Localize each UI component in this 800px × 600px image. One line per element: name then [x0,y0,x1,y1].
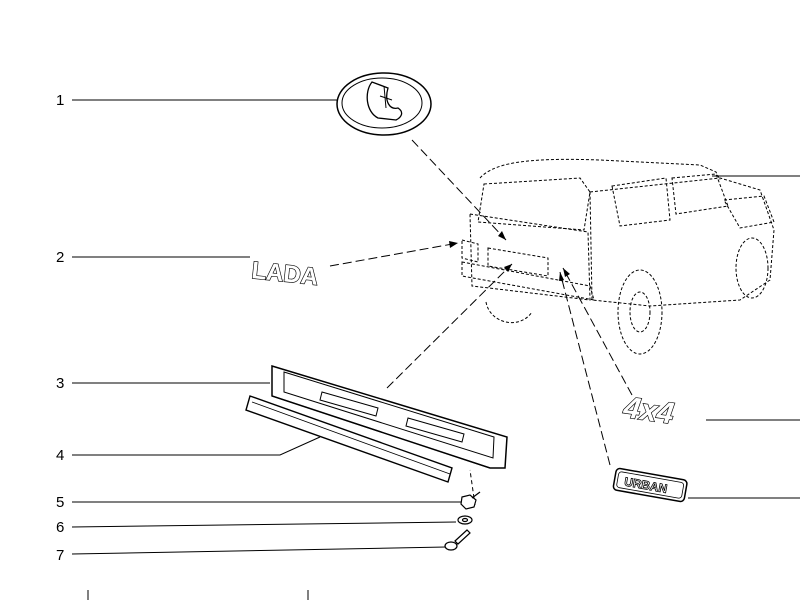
callout-number-2: 2 [56,249,64,266]
nut-shaft [471,491,481,499]
emblem-boat-icon [366,81,403,121]
seal-strip-outline [245,395,453,483]
assembly-lines [329,139,633,506]
car-rear-hatch [469,213,591,301]
car-rear-wheel-hub [629,291,651,333]
trim-panel-outline [271,364,508,469]
callout-number-7: 7 [56,547,64,564]
callout-number-3: 3 [56,375,64,392]
fasteners [444,491,481,551]
car-plate-area [487,247,549,277]
four-by-four-badge: 4x4 [621,391,676,431]
screw-head [444,541,458,551]
arrow-heads [449,231,570,281]
arrow-head-panel [504,264,512,272]
urban-badge-plate [612,467,688,503]
leader-line-4 [72,436,321,456]
urban-badge-part: URBAN [612,467,688,503]
emblem-outer-ring [336,72,432,136]
screw-shaft [454,529,471,545]
trim-panel-edge [271,395,491,469]
seal-strip-part [245,395,453,483]
callout-number-1: 1 [56,92,64,109]
emblem-sail-icon [379,85,393,109]
screw-part [444,529,471,551]
leader-line-7 [71,546,447,555]
trim-panel-light-right [405,417,465,443]
nut-part [460,491,481,510]
assembly-line-4x4 [562,267,633,396]
callout-number-6: 6 [56,519,64,536]
arrow-head-lada [449,241,458,248]
trim-panel-inner [283,371,495,459]
assembly-line-panel [386,263,513,389]
urban-badge-inner [616,471,684,499]
nut-body [460,494,477,510]
car-rear-wheel [617,269,663,355]
assembly-line-urban [559,271,611,466]
washer-part [457,515,473,525]
seal-strip-line [251,401,451,475]
leader-line-6 [71,521,457,528]
car-side-window-1 [611,177,671,227]
car-rear-window [477,177,591,231]
frame-ticks [87,590,309,600]
assembly-line-fasteners [469,469,476,506]
trim-panel-part [271,364,508,469]
arrow-head-urban [559,272,564,281]
callout-number-4: 4 [56,447,64,464]
trim-panel-light-left [319,391,379,417]
lada-badge: LADA [250,257,319,291]
car-outline [461,158,775,355]
car-roof [479,158,721,181]
car-front-wheel [735,237,769,299]
car-rear-tire [485,301,533,323]
emblem-part [336,72,432,136]
car-front-fender [723,195,775,229]
assembly-line-lada [329,242,459,267]
arrow-head-emblem [498,231,506,240]
arrow-head-4x4 [563,268,570,277]
car-rear-light-left [461,239,479,263]
washer-hole [461,517,469,523]
emblem-inner-ring [341,77,423,129]
leader-lines [71,99,800,555]
car-side-body [589,177,775,307]
car-rear-bumper [461,261,595,301]
assembly-line-emblem [411,139,507,241]
callout-number-5: 5 [56,494,64,511]
